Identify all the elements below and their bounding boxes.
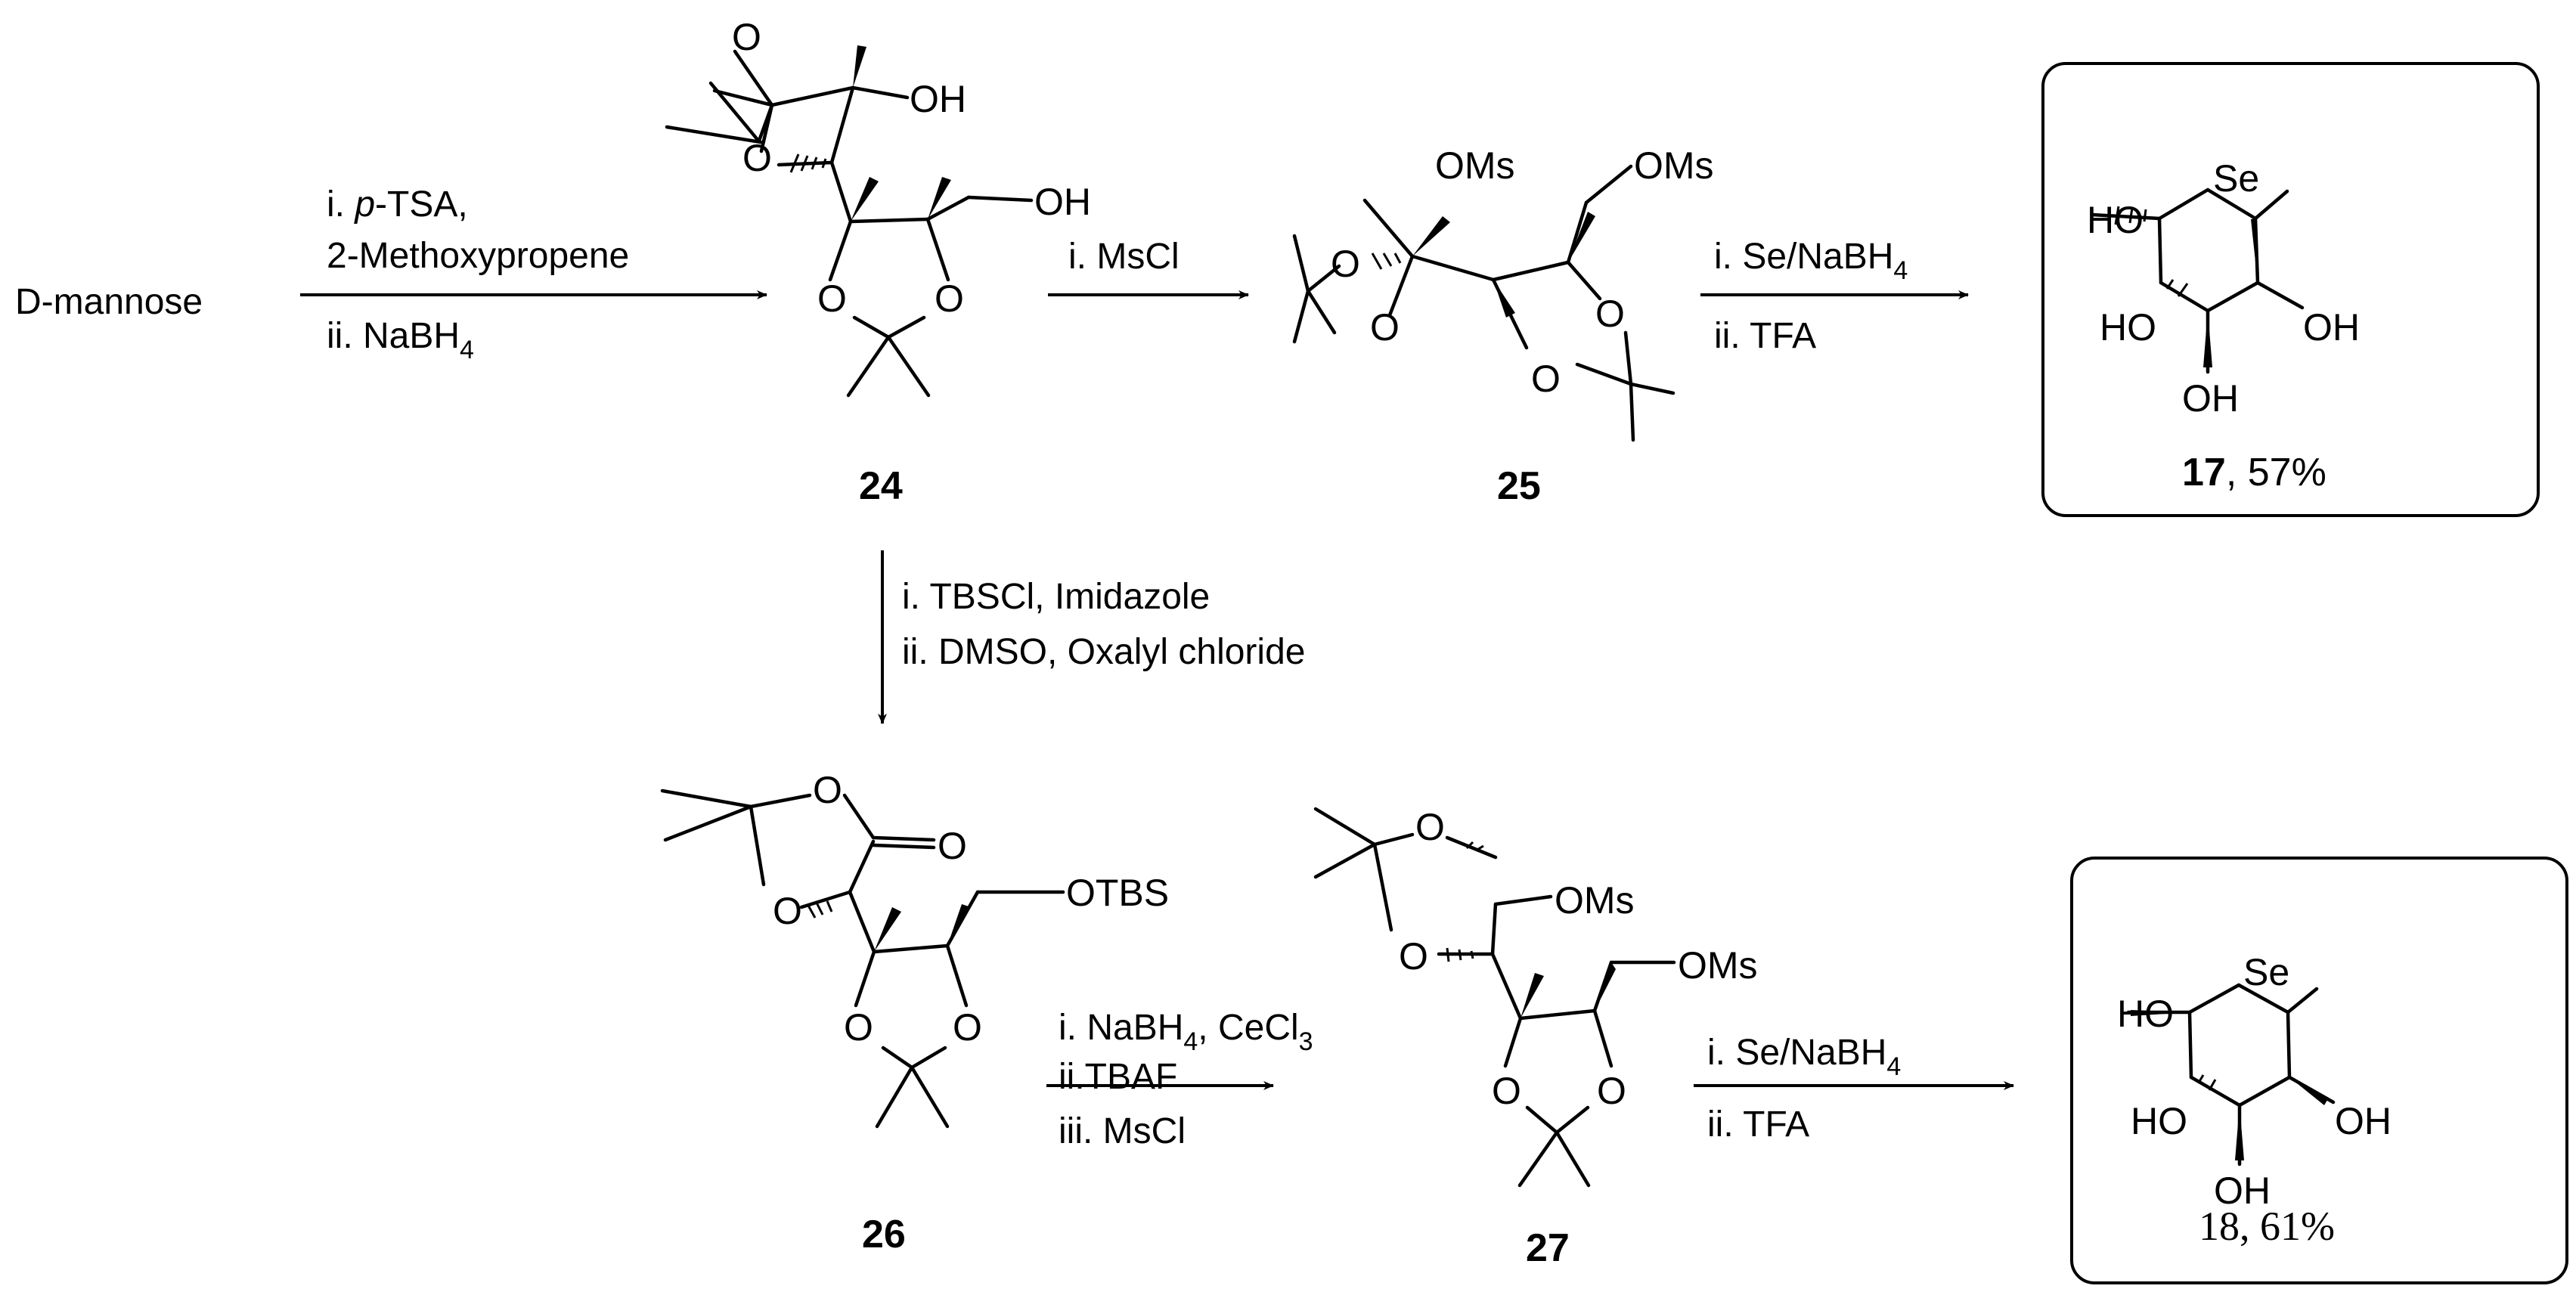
step4-line1: i. TBSCl, Imidazole <box>902 577 1210 617</box>
atom-17-ho1: HO <box>2087 199 2144 241</box>
step5-line1: i. NaBH4, CeCl3 <box>1059 1008 1313 1056</box>
wedge-18-b <box>2131 1010 2190 1016</box>
structure-27-bonds <box>1313 807 1676 1188</box>
atom-18-oh2: OH <box>2214 1170 2271 1212</box>
step3-line2: ii. TFA <box>1714 316 1816 356</box>
atom-26-o-ketone: O <box>938 825 967 867</box>
atom-24-o3: O <box>817 277 847 320</box>
atom-27-o4: O <box>1597 1070 1626 1112</box>
wedge-25-b <box>1493 280 1515 318</box>
step5-line3: iii. MsCl <box>1059 1111 1186 1151</box>
step6-line1: i. Se/NaBH4 <box>1707 1033 1901 1081</box>
atom-26-o1: O <box>813 769 842 811</box>
wedge-24-c <box>928 177 951 219</box>
wedge-24-b <box>851 177 879 222</box>
atom-25-o1: O <box>1331 243 1360 285</box>
atom-27-oms1: OMs <box>1555 879 1635 922</box>
wedge-17-b <box>2251 218 2258 283</box>
wedge-18-a <box>2235 1105 2244 1160</box>
wedge-25-a <box>1412 216 1450 256</box>
wedge-26-a <box>874 907 901 952</box>
compound-26-label: 26 <box>862 1213 906 1256</box>
atom-17-se: Se <box>2213 157 2259 200</box>
product-box-17 <box>2041 62 2540 517</box>
compound-25-label: 25 <box>1497 464 1541 508</box>
atom-24-oh2: OH <box>1034 181 1091 223</box>
atom-26-otbs: OTBS <box>1066 872 1169 914</box>
atom-18-ho2: HO <box>2131 1100 2187 1142</box>
stereo-wedges <box>851 45 2329 1160</box>
structure-26-bonds <box>660 788 1065 1129</box>
atom-26-o4: O <box>953 1006 982 1049</box>
atom-24-o4: O <box>935 277 964 320</box>
atom-27-oms2: OMs <box>1678 944 1758 987</box>
atom-26-o3: O <box>844 1006 873 1049</box>
step6-line2: ii. TFA <box>1707 1104 1809 1145</box>
compound-18-label: 18, 61% <box>2199 1204 2335 1249</box>
atom-17-ho2: HO <box>2100 306 2156 349</box>
atom-17-oh2: OH <box>2182 377 2239 420</box>
start-material-label: D-mannose <box>15 282 203 322</box>
reaction-arrows <box>300 290 2014 1090</box>
compound-17-label: 17, 57% <box>2182 451 2326 494</box>
compound-24-label: 24 <box>859 464 903 508</box>
wedge-17-a <box>2203 311 2212 367</box>
step5-line2: ii.TBAF <box>1059 1057 1177 1097</box>
wedge-18-c <box>2289 1077 2329 1105</box>
atom-25-o2: O <box>1370 306 1400 349</box>
structure-24-bonds <box>665 49 1034 398</box>
stereo-hashes <box>789 153 2217 1091</box>
atom-25-oms1: OMs <box>1435 144 1515 187</box>
step2-line1: i. MsCl <box>1068 237 1180 277</box>
atom-18-oh1: OH <box>2335 1100 2392 1142</box>
atom-17-oh1: OH <box>2303 306 2360 349</box>
wedge-27-a <box>1520 973 1544 1018</box>
wedge-24-a <box>853 45 866 88</box>
product-box-18 <box>2070 857 2568 1284</box>
atom-24-o2: O <box>742 137 772 179</box>
atom-27-o3: O <box>1492 1070 1521 1112</box>
atom-25-o4: O <box>1531 358 1561 400</box>
step3-line1: i. Se/NaBH4 <box>1714 237 1908 285</box>
atom-25-o3: O <box>1595 293 1625 335</box>
atom-27-o2: O <box>1399 935 1428 977</box>
atom-18-se: Se <box>2243 951 2289 993</box>
step1-line2: 2-Methoxypropene <box>327 236 629 276</box>
atom-27-o1: O <box>1415 806 1445 848</box>
atom-26-o2: O <box>773 890 802 932</box>
atom-24-o1: O <box>732 16 761 58</box>
atom-24-oh1: OH <box>910 78 966 120</box>
wedge-25-c <box>1568 212 1595 262</box>
wedge-26-b <box>947 904 971 946</box>
atom-25-oms2: OMs <box>1634 144 1714 187</box>
step1-line3: ii. NaBH4 <box>327 316 474 364</box>
compound-27-label: 27 <box>1526 1226 1570 1270</box>
step1-line1: i. p-TSA, <box>327 184 468 225</box>
atom-18-ho1: HO <box>2117 993 2174 1035</box>
step4-line2: ii. DMSO, Oxalyl chloride <box>902 632 1305 672</box>
wedge-27-b <box>1595 962 1616 1011</box>
